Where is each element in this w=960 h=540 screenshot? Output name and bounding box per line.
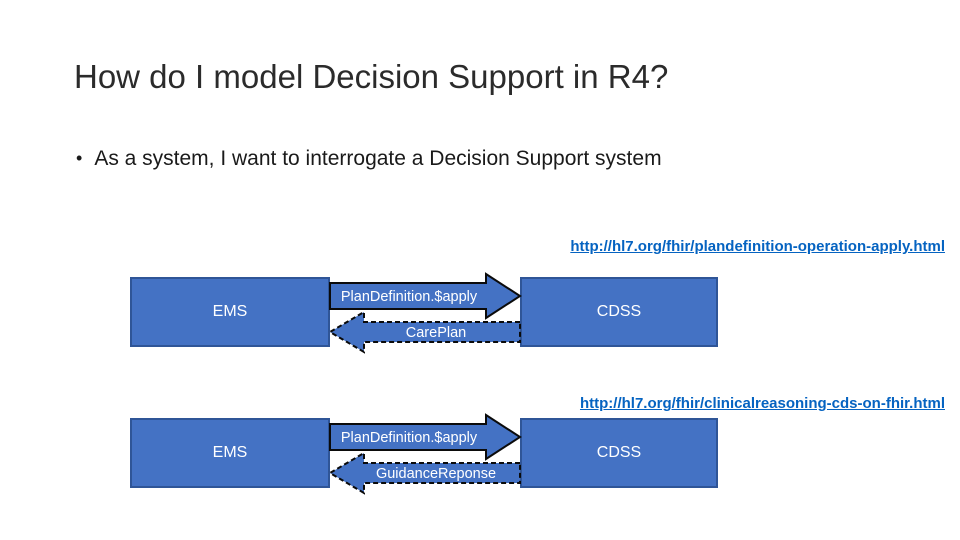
message-arrows: PlanDefinition.$apply CarePlan: [328, 272, 522, 354]
page-title: How do I model Decision Support in R4?: [74, 58, 669, 95]
response-arrow-icon: [328, 451, 521, 495]
apply-operation-diagram: EMS CDSS PlanDefinition.$apply CarePlan: [130, 272, 718, 354]
request-arrow-label: PlanDefinition.$apply: [341, 289, 478, 305]
ems-box: EMS: [130, 277, 330, 347]
bullet-item: • As a system, I want to interrogate a De…: [76, 147, 916, 171]
response-arrow-label: GuidanceReponse: [376, 466, 496, 482]
cds-on-fhir-link[interactable]: http://hl7.org/fhir/clinicalreasoning-cd…: [579, 395, 945, 412]
cds-hooks-diagram: EMS CDSS PlanDefinition.$apply GuidanceR…: [130, 413, 718, 495]
response-arrow-label: CarePlan: [406, 325, 466, 341]
cdss-box: CDSS: [520, 418, 718, 488]
request-arrow-icon: [329, 413, 522, 461]
bullet-text: As a system, I want to interrogate a Dec…: [94, 147, 662, 170]
ems-box: EMS: [130, 418, 330, 488]
response-arrow-icon: [328, 310, 521, 354]
plandefinition-apply-link[interactable]: http://hl7.org/fhir/plandefinition-opera…: [570, 238, 945, 255]
bullet-icon: •: [76, 148, 83, 168]
message-arrows: PlanDefinition.$apply GuidanceReponse: [328, 413, 522, 495]
request-arrow-icon: [329, 272, 522, 320]
cdss-box: CDSS: [520, 277, 718, 347]
request-arrow-label: PlanDefinition.$apply: [341, 430, 478, 446]
